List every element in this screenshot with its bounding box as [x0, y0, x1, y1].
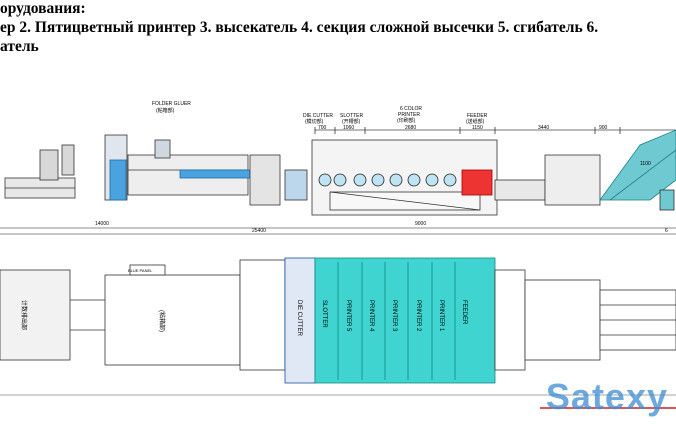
side-view-dimensions: 700 1060 2680 1150 3440 900 14000 9000 2…: [95, 125, 668, 234]
watermark-logo: Satexy: [545, 376, 668, 417]
plan-section-printer-4: PRINTER 4: [368, 300, 374, 332]
dim-1150: 1150: [472, 125, 483, 131]
folder-gluer-cn-label: (粘箱部): [156, 107, 175, 114]
dim-14000: 14000: [95, 221, 109, 227]
dim-6: 6: [665, 228, 668, 234]
printer-label: PRINTER: [398, 112, 420, 118]
plan-section-printer-2: PRINTER 2: [415, 300, 421, 332]
die-cutter-cn-label: (模切部): [305, 118, 324, 125]
plan-section-die-cutter: DIE CUTTER: [296, 300, 302, 337]
dim-900: 900: [599, 125, 608, 131]
plan-section-printer-3: PRINTER 3: [391, 300, 397, 332]
folder-gluer-label: FOLDER GLUER: [152, 101, 191, 107]
dim-700: 700: [318, 125, 327, 131]
plan-section-slotter: SLOTTER: [321, 300, 327, 328]
color-printer-label: 6 COLOR: [400, 106, 422, 112]
equipment-heading: орудования:: [0, 0, 86, 17]
counter-ejector-label: 计数排出部: [20, 300, 28, 330]
feeder-label: FEEDER: [467, 113, 488, 119]
equipment-list-line: ер 2. Пятицветный принтер 3. высекатель …: [0, 19, 599, 36]
feeder-cn-label: (送纸部): [466, 118, 485, 125]
plan-section-feeder: FEEDER: [461, 300, 467, 325]
blue-panel-label: BLUE PANEL: [128, 268, 153, 273]
slotter-cn-label: (开槽部): [342, 118, 361, 125]
dim-25400: 25400: [252, 228, 266, 234]
side-view-labels: FOLDER GLUER (粘箱部) DIE CUTTER (模切部) SLOT…: [152, 101, 488, 125]
slotter-label: SLOTTER: [340, 113, 363, 119]
equipment-list-line-end: атель: [0, 38, 39, 55]
plan-section-dividers: [337, 262, 456, 380]
die-cutter-label: DIE CUTTER: [303, 113, 333, 119]
dim-3440: 3440: [538, 125, 549, 131]
dim-2680: 2680: [405, 125, 416, 131]
printer-cn-label: (印刷部): [397, 117, 416, 124]
plan-section-printer-1: PRINTER 1: [438, 300, 444, 332]
dim-1100: 1100: [640, 161, 651, 167]
side-view: [0, 127, 676, 235]
dim-9000: 9000: [415, 221, 426, 227]
folder-plan-label: (粘箱部): [158, 310, 166, 332]
dim-1060: 1060: [343, 125, 354, 131]
plan-view-labels: 计数排出部 (粘箱部) BLUE PANEL DIE CUTTER SLOTTE…: [20, 268, 467, 337]
plan-view: [0, 257, 676, 409]
plan-section-printer-5: PRINTER 5: [345, 300, 351, 332]
printer-rollers: [318, 173, 457, 187]
